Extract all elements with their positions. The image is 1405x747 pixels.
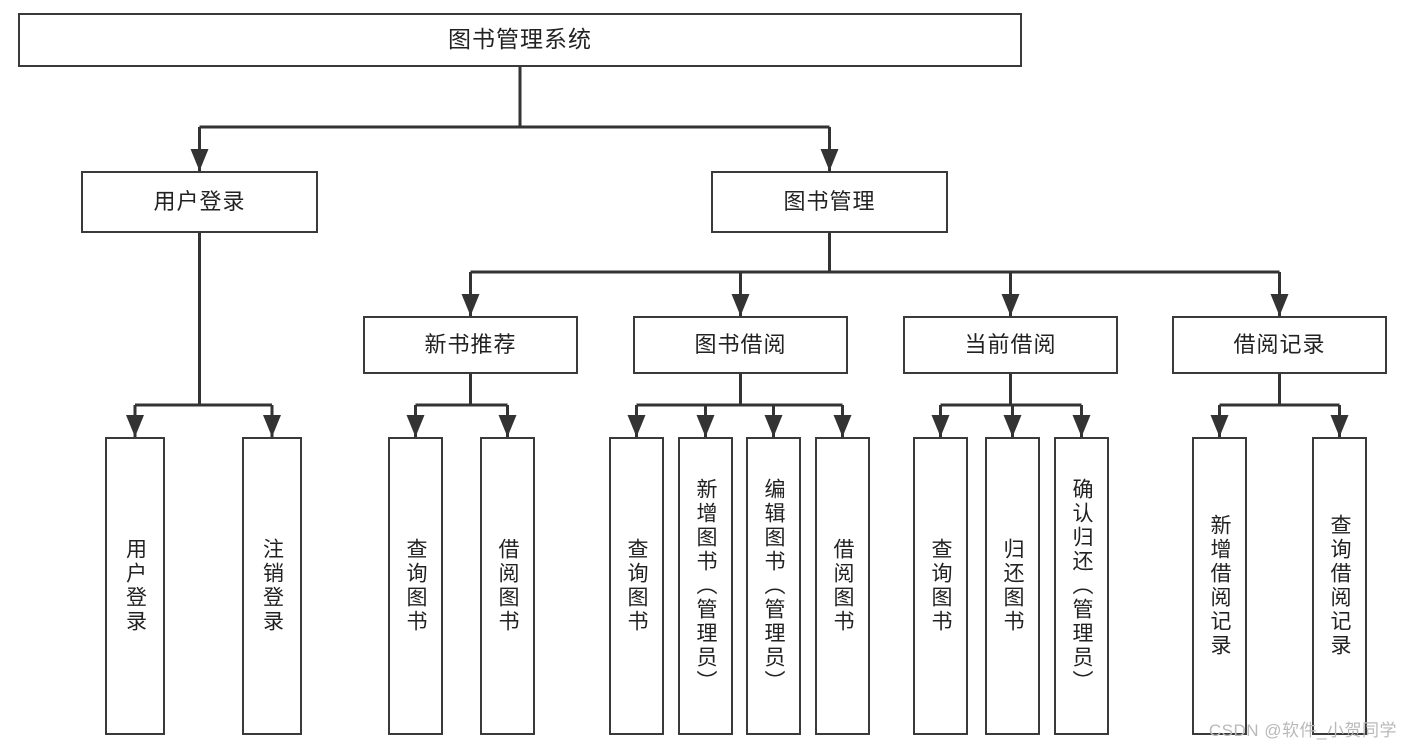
node-label: 归还图书 — [1001, 538, 1024, 634]
node-label: 新书推荐 — [424, 332, 517, 358]
watermark-text: CSDN @软件_小贺同学 — [1208, 721, 1397, 740]
node-leaf-7[interactable]: 编辑图书（管理员） — [746, 437, 801, 735]
node-leaf-9[interactable]: 查询图书 — [913, 437, 968, 735]
node-leaf-12[interactable]: 新增借阅记录 — [1192, 437, 1247, 735]
node-label: 查询图书 — [404, 538, 427, 634]
node-label: 查询图书 — [625, 538, 648, 634]
node-leaf-5[interactable]: 查询图书 — [609, 437, 664, 735]
node-leaf-1[interactable]: 用户登录 — [105, 437, 165, 735]
node-records[interactable]: 借阅记录 — [1172, 316, 1387, 374]
node-leaf-6[interactable]: 新增图书（管理员） — [678, 437, 733, 735]
node-current[interactable]: 当前借阅 — [903, 316, 1118, 374]
node-label: 图书管理 — [783, 189, 876, 215]
node-borrow[interactable]: 图书借阅 — [633, 316, 848, 374]
node-leaf-3[interactable]: 查询图书 — [388, 437, 443, 735]
node-label: 查询图书 — [929, 538, 952, 634]
node-leaf-13[interactable]: 查询借阅记录 — [1312, 437, 1367, 735]
node-label: 图书管理系统 — [448, 26, 592, 53]
node-label: 借阅图书 — [496, 538, 519, 634]
node-label: 确认归还（管理员） — [1070, 478, 1093, 694]
node-label: 用户登录 — [123, 538, 147, 634]
node-label: 借阅图书 — [831, 538, 854, 634]
node-newbook[interactable]: 新书推荐 — [363, 316, 578, 374]
node-leaf-10[interactable]: 归还图书 — [985, 437, 1040, 735]
node-login[interactable]: 用户登录 — [81, 171, 318, 233]
node-label: 编辑图书（管理员） — [762, 478, 785, 694]
node-label: 图书借阅 — [694, 332, 787, 358]
node-leaf-2[interactable]: 注销登录 — [242, 437, 302, 735]
node-label: 当前借阅 — [964, 332, 1057, 358]
node-leaf-4[interactable]: 借阅图书 — [480, 437, 535, 735]
node-bookmgr[interactable]: 图书管理 — [711, 171, 948, 233]
node-root[interactable]: 图书管理系统 — [18, 13, 1022, 67]
node-label: 新增借阅记录 — [1208, 514, 1231, 658]
node-label: 新增图书（管理员） — [694, 478, 717, 694]
node-leaf-11[interactable]: 确认归还（管理员） — [1054, 437, 1109, 735]
node-label: 借阅记录 — [1233, 332, 1326, 358]
node-label: 注销登录 — [260, 538, 284, 634]
node-label: 查询借阅记录 — [1328, 514, 1351, 658]
node-label: 用户登录 — [153, 189, 246, 215]
node-leaf-8[interactable]: 借阅图书 — [815, 437, 870, 735]
